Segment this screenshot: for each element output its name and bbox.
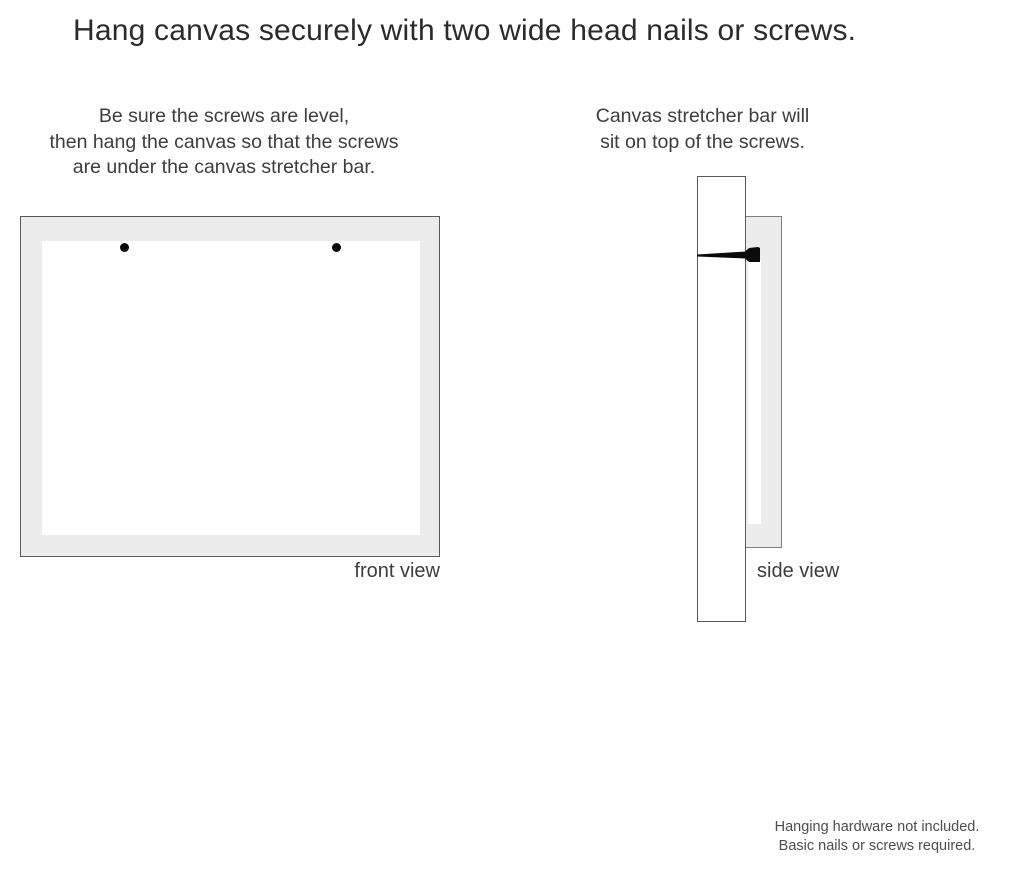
- canvas-face: [42, 241, 420, 535]
- front-view-diagram: [20, 216, 440, 557]
- side-view-canvas: [744, 216, 782, 548]
- page-title: Hang canvas securely with two wide head …: [73, 14, 857, 47]
- side-view-instructions: Canvas stretcher bar will sit on top of …: [595, 105, 810, 153]
- front-view-label: front view: [354, 560, 440, 582]
- hardware-footnote: Hanging hardware not included. Basic nai…: [774, 819, 980, 854]
- front-view-instructions: Be sure the screws are level, then hang …: [49, 105, 399, 178]
- side-view-canvas-inner: [748, 260, 761, 524]
- nail-icon: [697, 247, 760, 262]
- side-view-label: side view: [757, 560, 840, 582]
- side-view-stretcher-bar: [697, 176, 746, 622]
- nail-head-icon: [120, 243, 129, 252]
- nail-head-icon: [332, 243, 341, 252]
